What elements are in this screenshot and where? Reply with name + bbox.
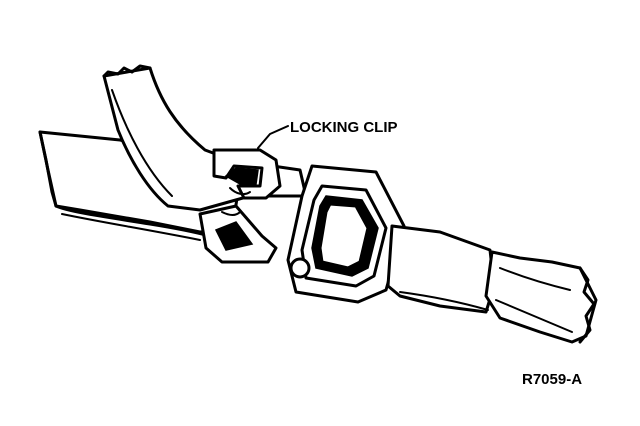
latch-plate xyxy=(286,164,406,304)
figure-id-label: R7059-A xyxy=(522,371,582,388)
locking-clip-label: LOCKING CLIP xyxy=(290,119,398,136)
locking-clip xyxy=(198,148,282,264)
right-webbing xyxy=(386,224,598,344)
callout-leader-line xyxy=(257,125,289,149)
